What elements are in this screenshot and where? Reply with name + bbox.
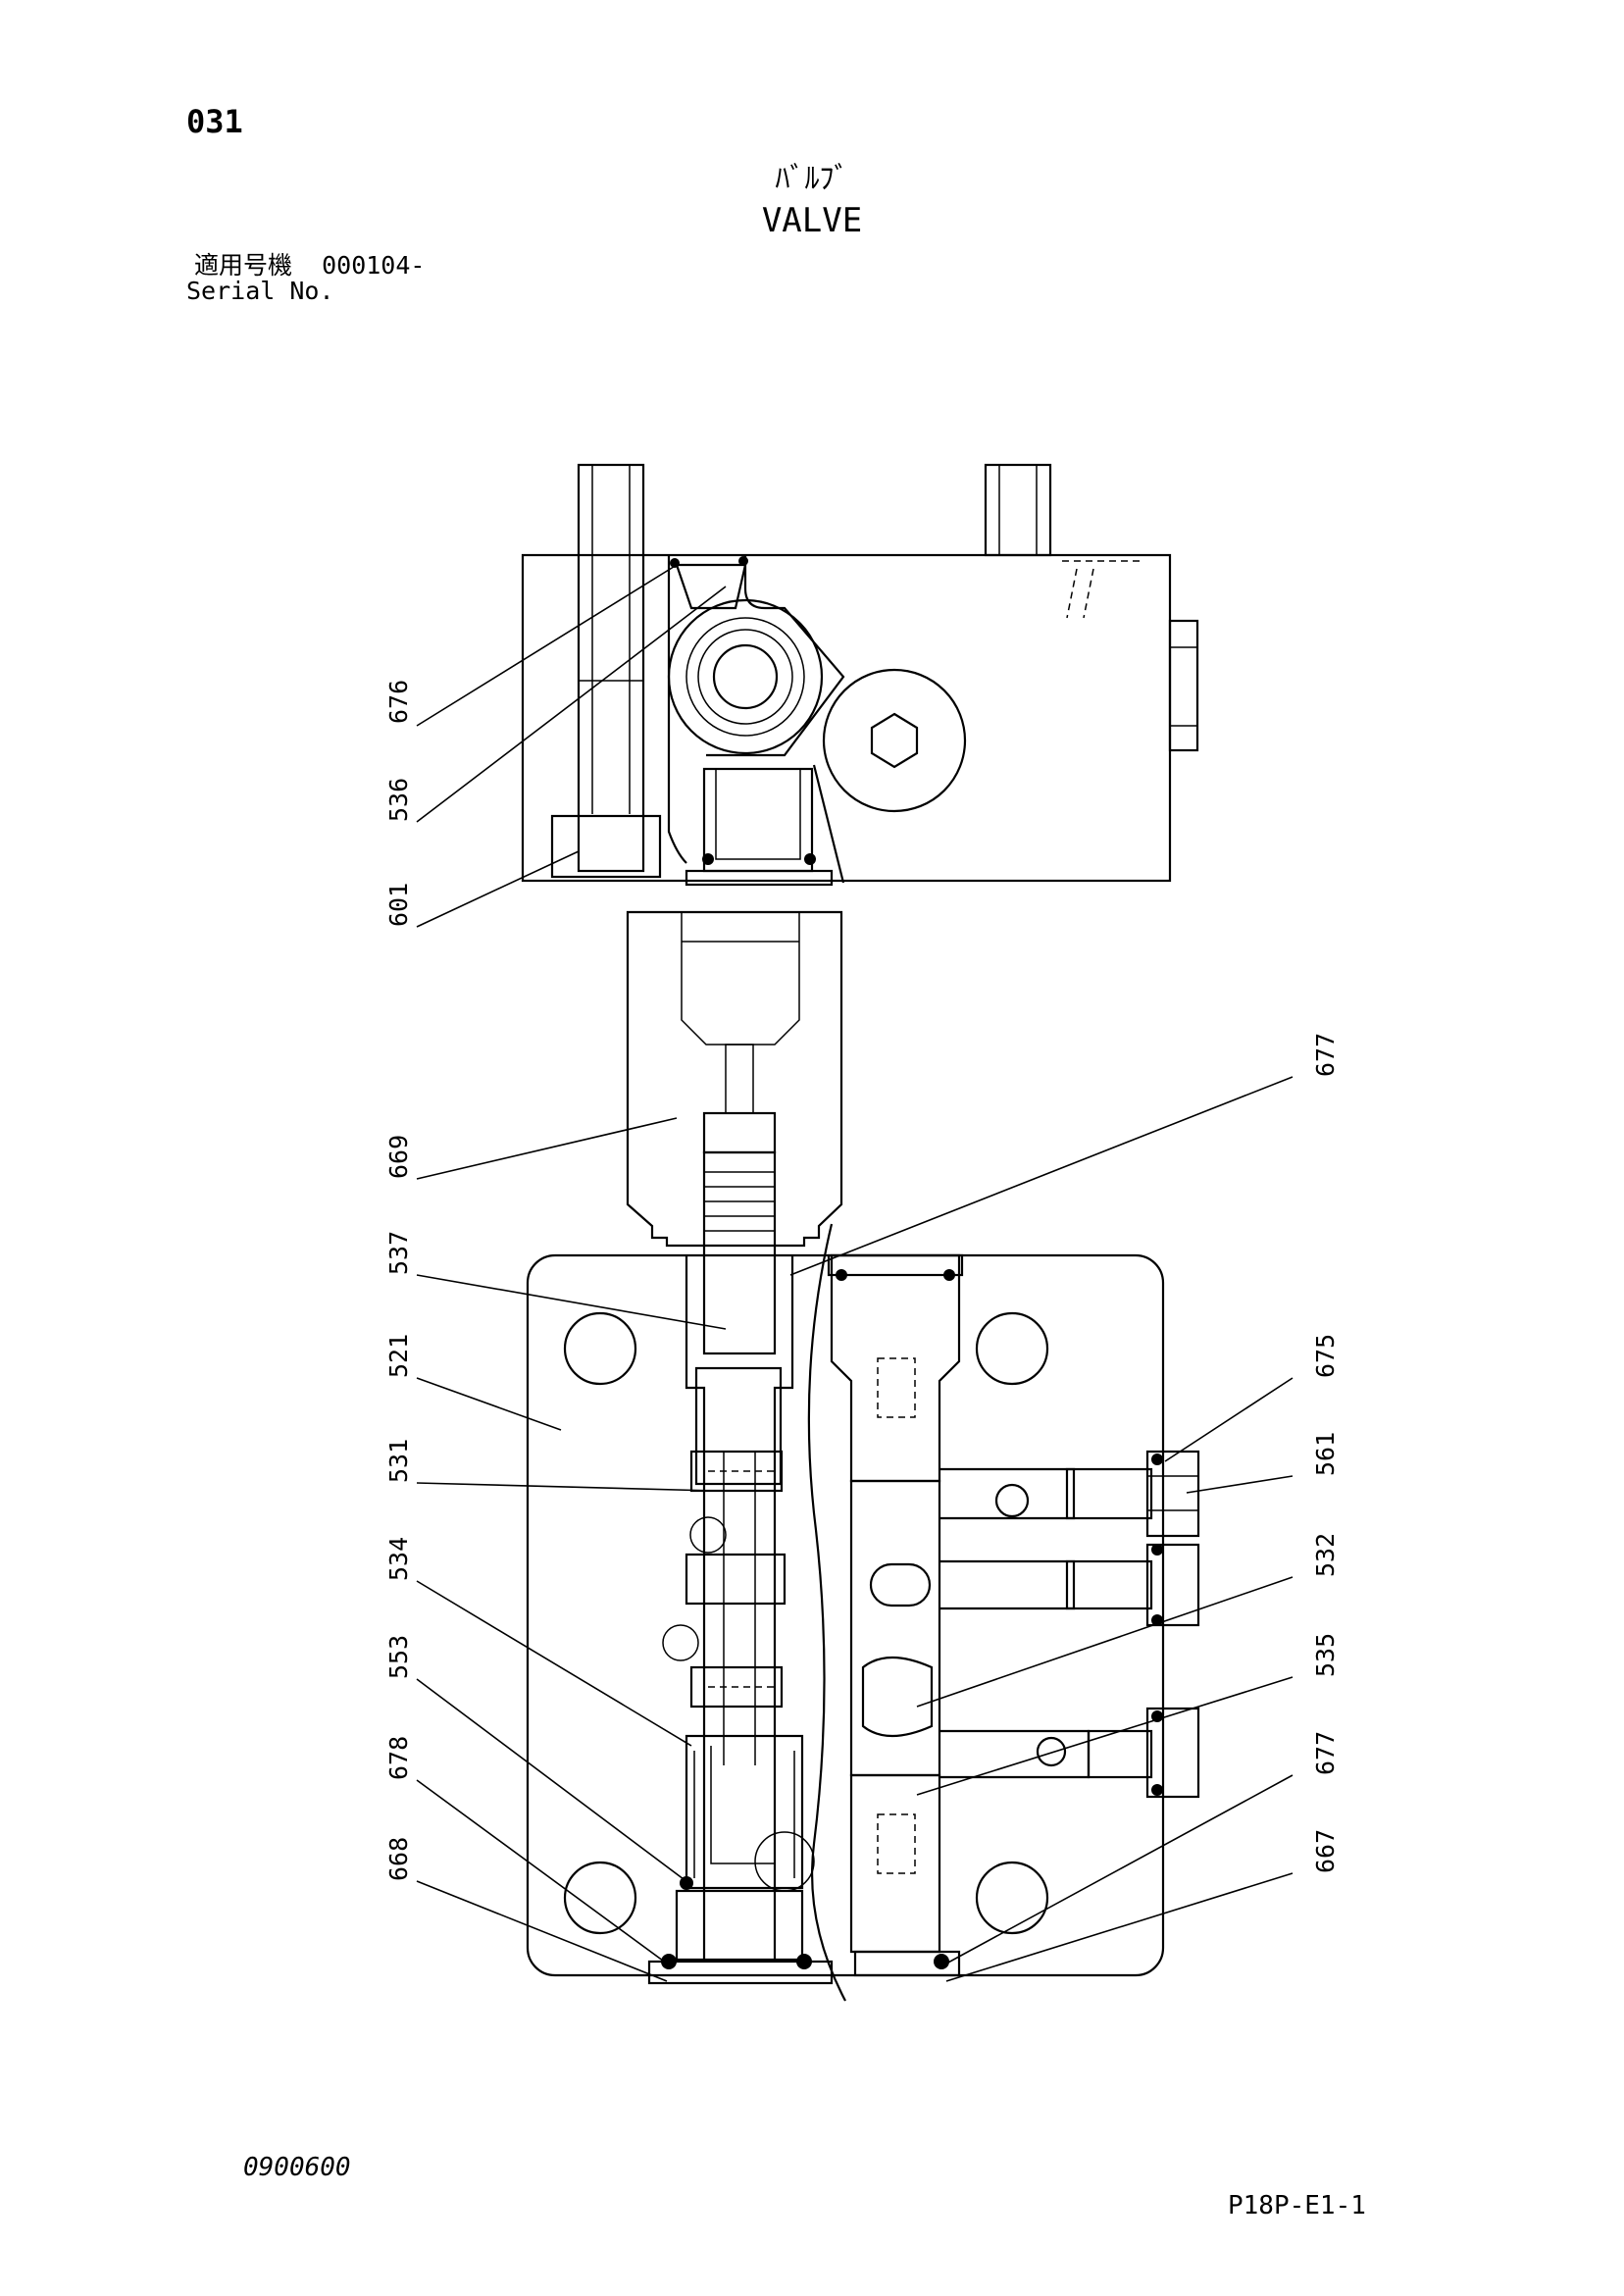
- callout-535: 535: [1311, 1633, 1340, 1677]
- document-code: 0900600: [243, 2153, 351, 2182]
- callout-561: 561: [1311, 1432, 1340, 1476]
- callout-531: 531: [384, 1439, 413, 1483]
- callout-534: 534: [384, 1537, 413, 1581]
- sheet-id: P18P-E1-1: [1228, 2191, 1366, 2220]
- callout-668: 668: [384, 1837, 413, 1881]
- callout-677-bottom: 677: [1311, 1731, 1340, 1775]
- callouts-right: 677 675 561 532 535 677 667: [1311, 1033, 1340, 1873]
- callout-677-top: 677: [1311, 1033, 1340, 1077]
- callout-532: 532: [1311, 1533, 1340, 1577]
- lower-body: [526, 1223, 1200, 2002]
- callout-669: 669: [384, 1135, 413, 1179]
- pilot-section: [626, 910, 843, 1355]
- title-japanese: ﾊﾞﾙﾌﾞ: [775, 162, 849, 196]
- callout-675: 675: [1311, 1334, 1340, 1378]
- callout-678: 678: [384, 1736, 413, 1780]
- leader-lines: [416, 564, 1294, 1982]
- callout-601: 601: [384, 883, 413, 927]
- title-english: VALVE: [761, 201, 863, 240]
- callout-536: 536: [384, 778, 413, 822]
- callout-553: 553: [384, 1635, 413, 1679]
- callout-667: 667: [1311, 1829, 1340, 1873]
- callouts-left: 676 536 601 669 537 521 531 534 553 678 …: [384, 680, 413, 1881]
- serial-label-japanese: 適用号機 000104-: [194, 251, 426, 280]
- top-block: [521, 463, 1199, 887]
- callout-676: 676: [384, 680, 413, 724]
- page-number: 031: [186, 103, 243, 140]
- serial-label-english: Serial No.: [186, 277, 334, 305]
- callout-537: 537: [384, 1231, 413, 1275]
- callout-521: 521: [384, 1334, 413, 1378]
